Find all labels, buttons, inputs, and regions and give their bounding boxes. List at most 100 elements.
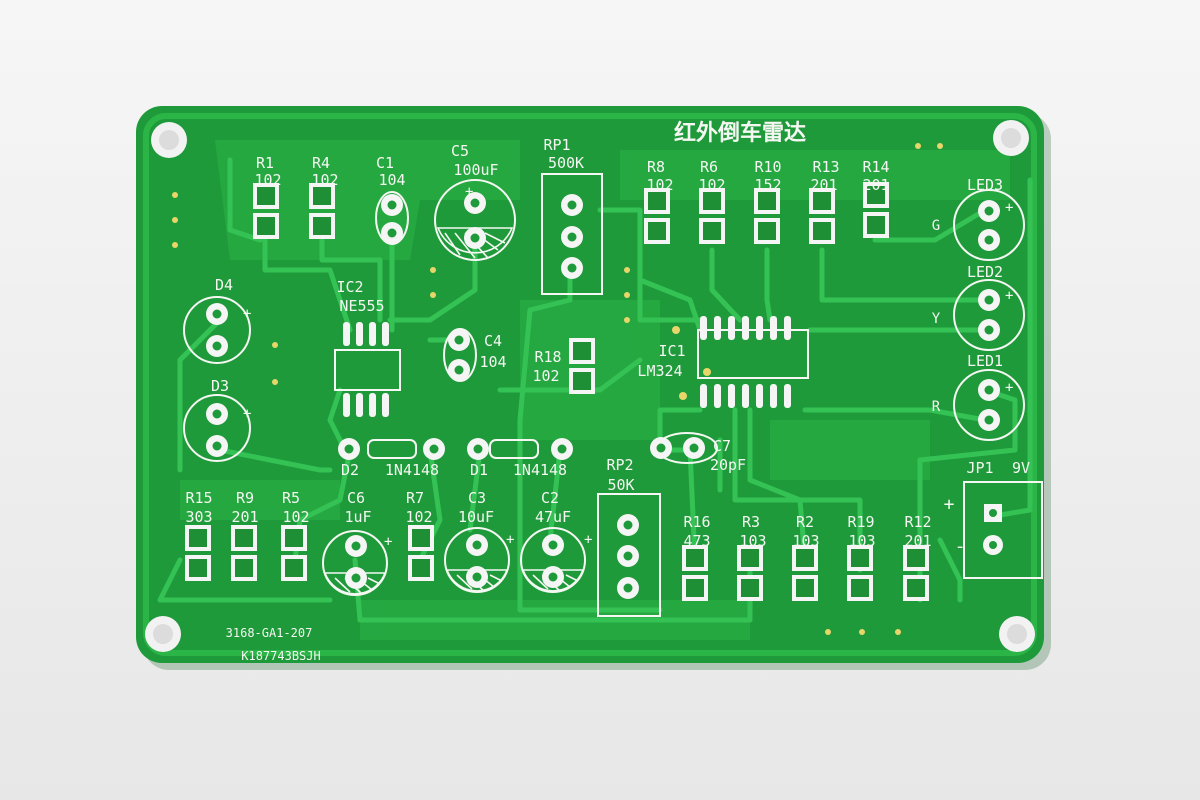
r19-value: 103 [848,532,875,550]
c1-value: 104 [378,171,405,189]
r3-pads [737,545,763,601]
d4-ref: D4 [215,276,233,294]
r13-value: 201 [810,176,837,194]
r1-value: 102 [254,171,281,189]
c4-pad-b [448,359,470,381]
r9-value: 201 [231,508,258,526]
d4-pad-a [206,303,228,325]
ic1-ref: IC1 [658,342,685,360]
c6-value: 1uF [344,508,371,526]
r18-value: 102 [532,367,559,385]
r9-ref: R9 [236,489,254,507]
led2-mark: Y [932,311,941,327]
r18-ref: R18 [534,348,561,366]
c4-ref: C4 [484,332,502,350]
r5-pads [281,525,307,581]
r8-ref: R8 [647,158,665,176]
r15-pads [185,525,211,581]
c7-value: 20pF [710,456,746,474]
d3-pad-b [206,435,228,457]
d4-pad-b [206,335,228,357]
r6-ref: R6 [700,158,718,176]
r7-pads [408,525,434,581]
c2-pad-a [542,534,564,556]
r15-ref: R15 [185,489,212,507]
c3-pad-b [466,566,488,588]
polarity-plus-mark: + [506,532,514,548]
r12-value: 201 [904,532,931,550]
rp1-pad-c [561,257,583,279]
polarity-plus-mark: + [1005,380,1013,396]
silkscreen-labels: 红外倒车雷达3168-GA1-207K187743BSJHR1102R4102C… [185,120,1030,663]
ic2-value: NE555 [339,297,384,315]
c2-ref: C2 [541,489,559,507]
d1-ref: D1 [470,461,488,479]
c6-ref: C6 [347,489,365,507]
r5-ref: R5 [282,489,300,507]
r4-pads [309,183,335,239]
c3-ref: C3 [468,489,486,507]
batch-code: K187743BSJH [241,649,320,663]
board-title: 红外倒车雷达 [674,120,806,146]
r8-value: 102 [646,176,673,194]
mounting-hole-top-left [151,122,187,158]
part-number: 3168-GA1-207 [226,626,313,640]
r6-pads [699,188,725,244]
d2-pad-b [423,438,445,460]
r14-value: 201 [862,176,889,194]
c5-pad-a [464,192,486,214]
polarity-plus-mark: + [243,406,251,422]
vias [172,143,943,635]
r12-ref: R12 [904,513,931,531]
led2-pad-b [978,319,1000,341]
r10-ref: R10 [754,158,781,176]
r2-value: 103 [792,532,819,550]
r5-value: 102 [282,508,309,526]
c5-ref: C5 [451,142,469,160]
r10-pads [754,188,780,244]
c2-pad-b [542,566,564,588]
led3-pad-b [978,229,1000,251]
r12-pads [903,545,929,601]
rp1-ref: RP1 [543,136,570,154]
r7-value: 102 [405,508,432,526]
c5-value: 100uF [453,161,498,179]
d1-pad-a [467,438,489,460]
c7-ref: C7 [713,437,731,455]
r3-value: 103 [739,532,766,550]
c7-pad-a [650,437,672,459]
c3-value: 10uF [458,508,494,526]
mounting-hole-bottom-right [999,616,1035,652]
ic-pads [343,316,791,417]
mounting-holes [145,120,1035,652]
jp1-minus: - [955,536,966,557]
jp1-plus: + [944,494,955,515]
polarity-plus-mark: + [584,532,592,548]
polarity-plus-mark: + [384,534,392,550]
r10-value: 152 [754,176,781,194]
led1-pad-b [978,409,1000,431]
mounting-hole-bottom-left [145,616,181,652]
polarity-plus-mark: + [243,306,251,322]
jp1-value: 9V [1012,459,1030,477]
led3-pad-a [978,200,1000,222]
rp2-pad-c [617,577,639,599]
r13-pads [809,188,835,244]
d2-pad-a [338,438,360,460]
r19-pads [847,545,873,601]
smd-pads [185,182,929,601]
c2-value: 47uF [535,508,571,526]
c6-pad-a [345,535,367,557]
polarity-plus-mark: + [465,184,473,200]
led3-mark: G [932,218,940,234]
c3-pad-a [466,534,488,556]
c1-pad-a [381,194,403,216]
through-hole-pads [206,192,1000,599]
r16-ref: R16 [683,513,710,531]
c5-pad-b [464,227,486,249]
r1-ref: R1 [256,154,274,172]
d2-ref: D2 [341,461,359,479]
led2-pad-a [978,289,1000,311]
r2-pads [792,545,818,601]
